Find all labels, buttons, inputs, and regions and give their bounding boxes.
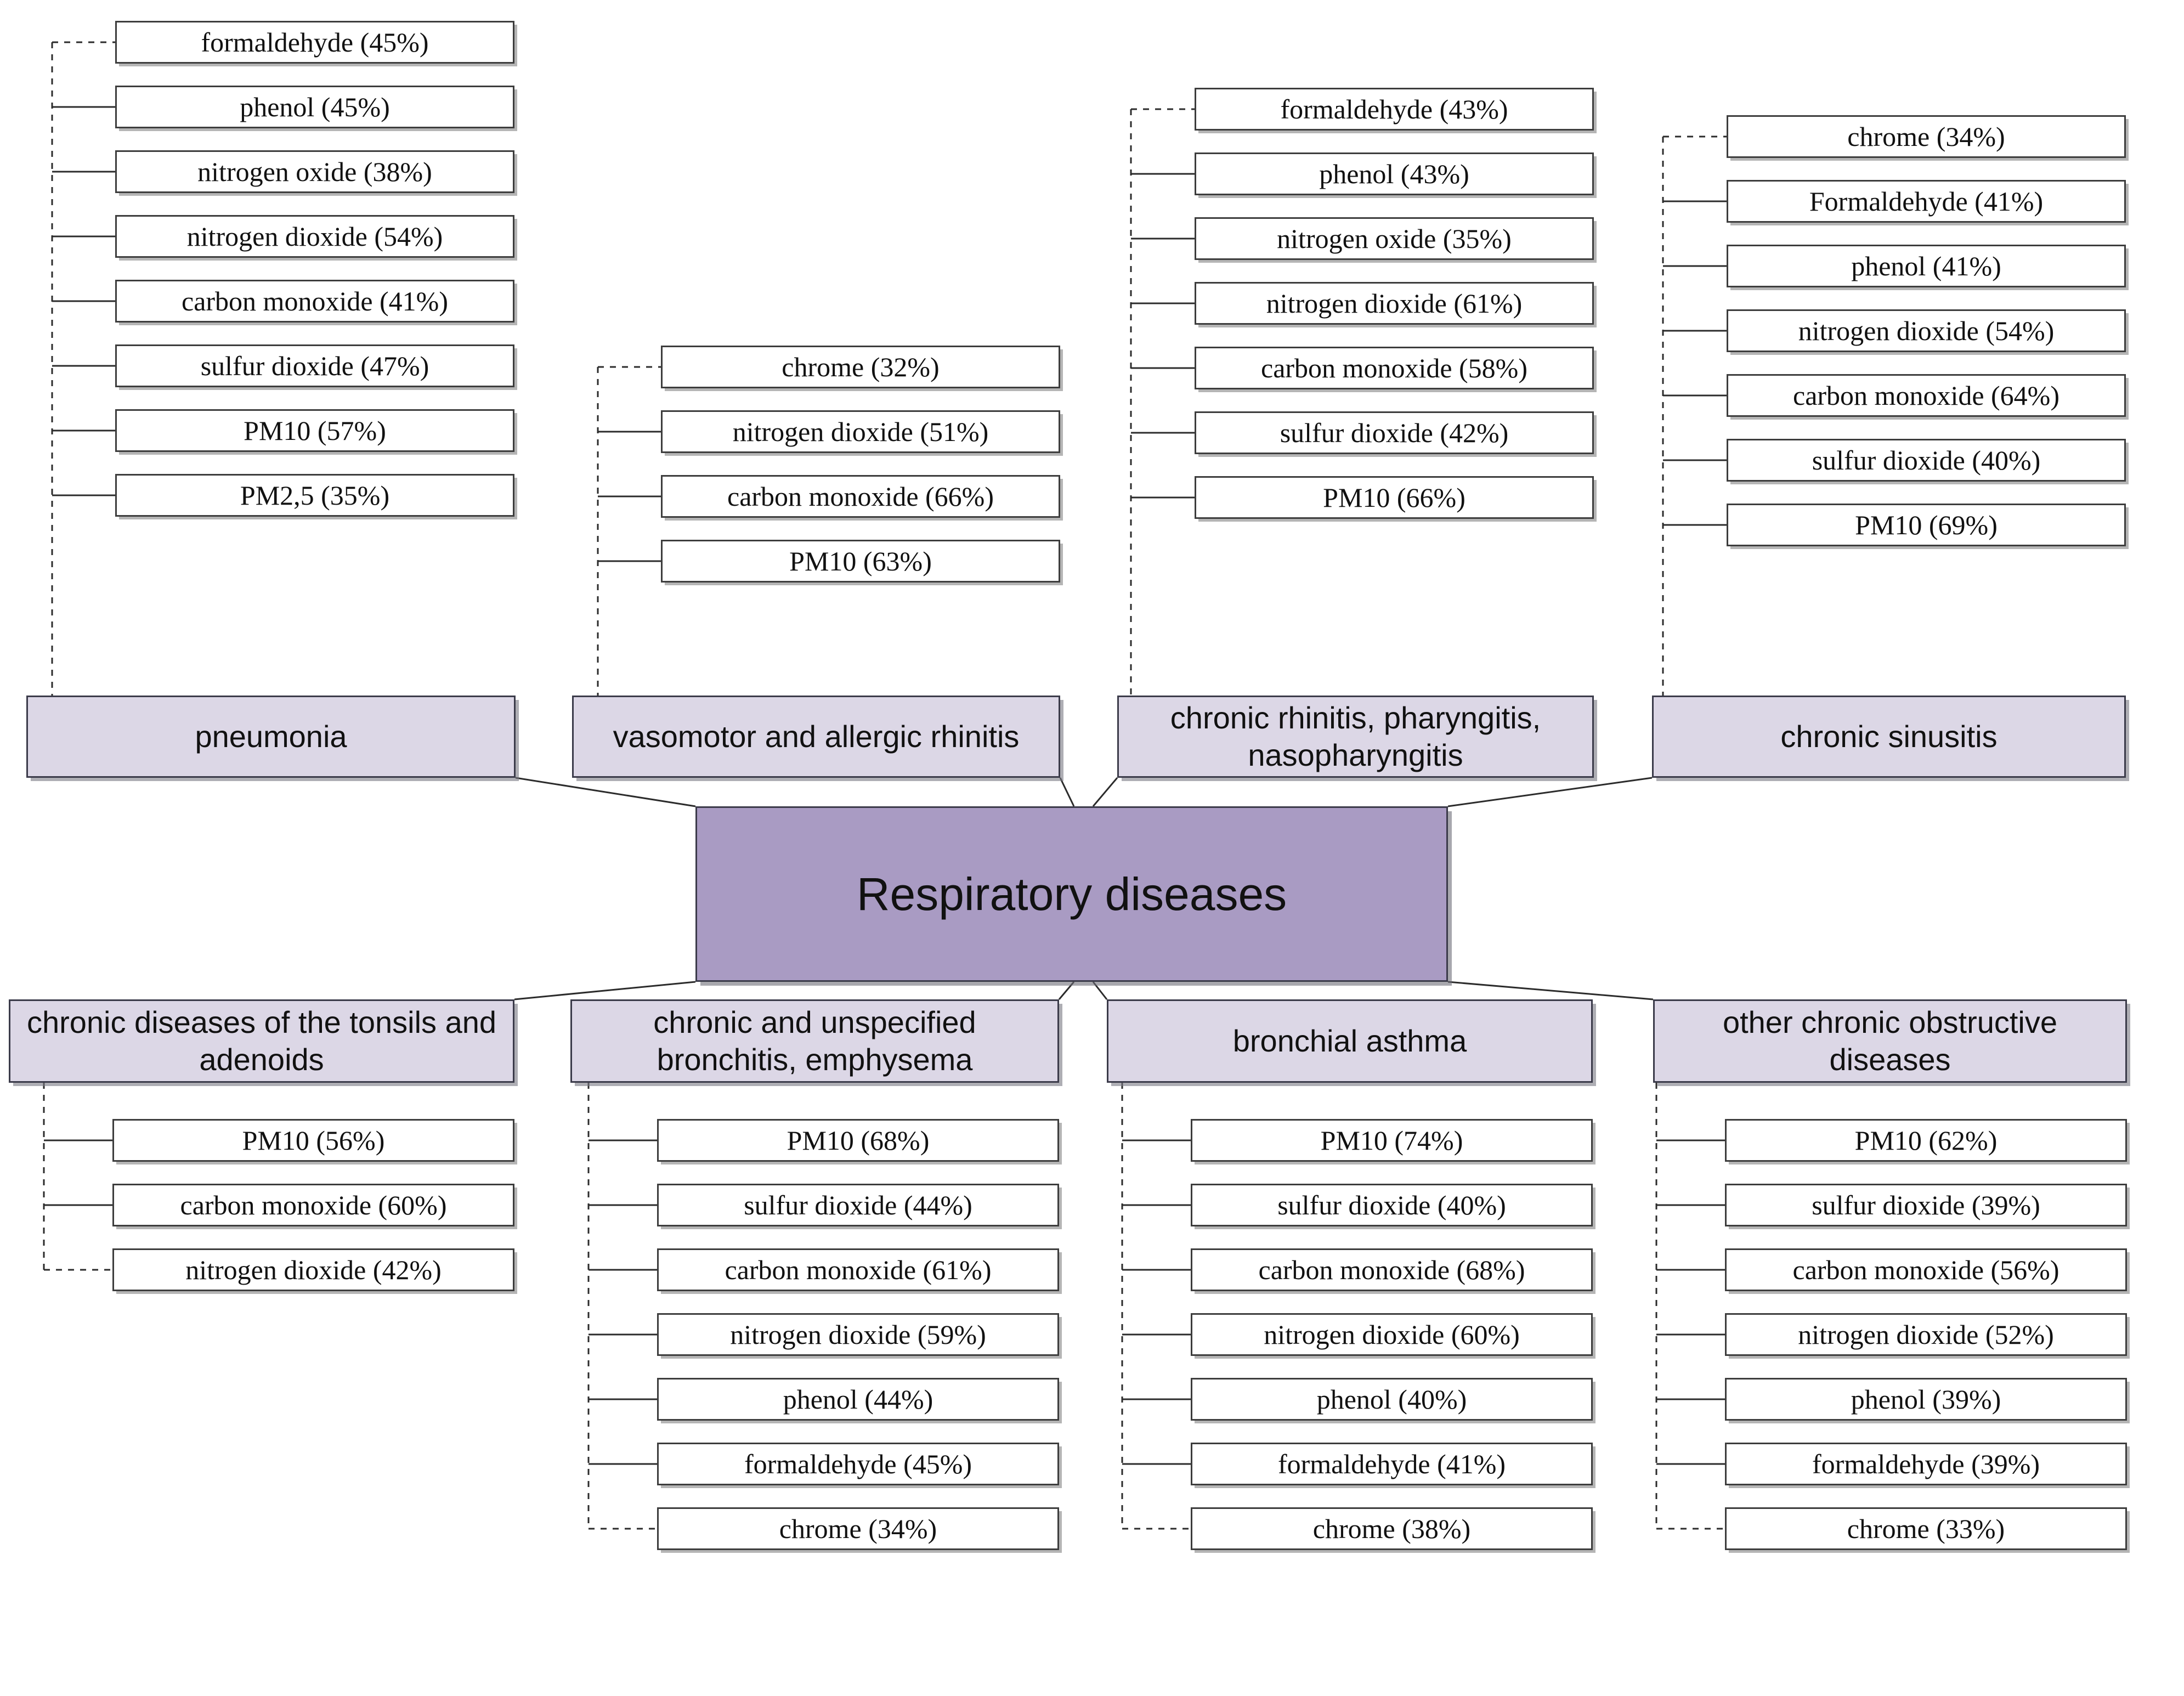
factor-box-chronic-unspecified-bronchitis-emphysema-carbon-monoxide[interactable]: carbon monoxide (61%) bbox=[657, 1248, 1059, 1291]
factor-box-chronic-unspecified-bronchitis-emphysema-nitrogen-dioxide[interactable]: nitrogen dioxide (59%) bbox=[657, 1313, 1059, 1356]
factor-box-bronchial-asthma-chrome[interactable]: chrome (38%) bbox=[1191, 1507, 1593, 1550]
factor-box-chronic-sinusitis-chrome[interactable]: chrome (34%) bbox=[1727, 115, 2126, 158]
factor-box-chronic-rhinitis-pharyngitis-nasopharyngitis-phenol[interactable]: phenol (43%) bbox=[1195, 152, 1594, 195]
factor-box-chronic-rhinitis-pharyngitis-nasopharyngitis-nitrogen-dioxide[interactable]: nitrogen dioxide (61%) bbox=[1195, 282, 1594, 325]
factor-box-bronchial-asthma-phenol[interactable]: phenol (40%) bbox=[1191, 1378, 1593, 1421]
factor-box-pneumonia-pm2-5[interactable]: PM2,5 (35%) bbox=[115, 474, 514, 517]
factor-box-bronchial-asthma-sulfur-dioxide[interactable]: sulfur dioxide (40%) bbox=[1191, 1184, 1593, 1226]
factor-box-chronic-diseases-tonsils-adenoids-nitrogen-dioxide[interactable]: nitrogen dioxide (42%) bbox=[112, 1248, 514, 1291]
factor-box-other-chronic-obstructive-diseases-formaldehyde[interactable]: formaldehyde (39%) bbox=[1725, 1443, 2127, 1485]
factor-box-other-chronic-obstructive-diseases-chrome[interactable]: chrome (33%) bbox=[1725, 1507, 2127, 1550]
factor-box-other-chronic-obstructive-diseases-phenol[interactable]: phenol (39%) bbox=[1725, 1378, 2127, 1421]
factor-box-other-chronic-obstructive-diseases-nitrogen-dioxide[interactable]: nitrogen dioxide (52%) bbox=[1725, 1313, 2127, 1356]
factor-box-chronic-rhinitis-pharyngitis-nasopharyngitis-formaldehyde[interactable]: formaldehyde (43%) bbox=[1195, 88, 1594, 131]
factor-box-chronic-unspecified-bronchitis-emphysema-phenol[interactable]: phenol (44%) bbox=[657, 1378, 1059, 1421]
root-link-top-1 bbox=[515, 777, 696, 807]
factor-box-vasomotor-allergic-rhinitis-nitrogen-dioxide[interactable]: nitrogen dioxide (51%) bbox=[661, 410, 1060, 453]
root-link-bottom-3 bbox=[1092, 981, 1108, 1000]
factor-box-pneumonia-sulfur-dioxide[interactable]: sulfur dioxide (47%) bbox=[115, 344, 514, 387]
factor-box-pneumonia-pm10[interactable]: PM10 (57%) bbox=[115, 409, 514, 452]
factor-box-vasomotor-allergic-rhinitis-pm10[interactable]: PM10 (63%) bbox=[661, 540, 1060, 583]
root-node-respiratory-diseases[interactable]: Respiratory diseases bbox=[695, 806, 1448, 982]
factor-box-chronic-sinusitis-phenol[interactable]: phenol (41%) bbox=[1727, 245, 2126, 287]
factor-box-chronic-unspecified-bronchitis-emphysema-formaldehyde[interactable]: formaldehyde (45%) bbox=[657, 1443, 1059, 1485]
factor-box-chronic-sinusitis-pm10[interactable]: PM10 (69%) bbox=[1727, 504, 2126, 546]
factor-box-other-chronic-obstructive-diseases-carbon-monoxide[interactable]: carbon monoxide (56%) bbox=[1725, 1248, 2127, 1291]
category-box-chronic-diseases-tonsils-adenoids[interactable]: chronic diseases of the tonsils and aden… bbox=[9, 999, 514, 1083]
factor-box-chronic-diseases-tonsils-adenoids-pm10[interactable]: PM10 (56%) bbox=[112, 1119, 514, 1162]
category-box-other-chronic-obstructive-diseases[interactable]: other chronic obstructive diseases bbox=[1653, 999, 2127, 1083]
factor-box-vasomotor-allergic-rhinitis-carbon-monoxide[interactable]: carbon monoxide (66%) bbox=[661, 475, 1060, 518]
factor-box-bronchial-asthma-carbon-monoxide[interactable]: carbon monoxide (68%) bbox=[1191, 1248, 1593, 1291]
factor-box-bronchial-asthma-pm10[interactable]: PM10 (74%) bbox=[1191, 1119, 1593, 1162]
factor-box-pneumonia-phenol[interactable]: phenol (45%) bbox=[115, 86, 514, 128]
factor-box-chronic-sinusitis-carbon-monoxide[interactable]: carbon monoxide (64%) bbox=[1727, 374, 2126, 417]
factor-box-vasomotor-allergic-rhinitis-chrome[interactable]: chrome (32%) bbox=[661, 346, 1060, 388]
factor-box-chronic-rhinitis-pharyngitis-nasopharyngitis-pm10[interactable]: PM10 (66%) bbox=[1195, 476, 1594, 519]
category-box-bronchial-asthma[interactable]: bronchial asthma bbox=[1107, 999, 1593, 1083]
category-box-vasomotor-allergic-rhinitis[interactable]: vasomotor and allergic rhinitis bbox=[572, 696, 1060, 778]
factor-box-bronchial-asthma-nitrogen-dioxide[interactable]: nitrogen dioxide (60%) bbox=[1191, 1313, 1593, 1356]
root-link-bottom-2 bbox=[1058, 981, 1075, 1000]
category-box-chronic-sinusitis[interactable]: chronic sinusitis bbox=[1652, 696, 2126, 778]
factor-box-chronic-unspecified-bronchitis-emphysema-pm10[interactable]: PM10 (68%) bbox=[657, 1119, 1059, 1162]
factor-box-pneumonia-carbon-monoxide[interactable]: carbon monoxide (41%) bbox=[115, 280, 514, 323]
factor-box-chronic-sinusitis-formaldehyde[interactable]: Formaldehyde (41%) bbox=[1727, 180, 2126, 223]
category-box-chronic-rhinitis-pharyngitis-nasopharyngitis[interactable]: chronic rhinitis, pharyngitis, nasophary… bbox=[1117, 696, 1594, 778]
factor-box-chronic-unspecified-bronchitis-emphysema-chrome[interactable]: chrome (34%) bbox=[657, 1507, 1059, 1550]
factor-box-bronchial-asthma-formaldehyde[interactable]: formaldehyde (41%) bbox=[1191, 1443, 1593, 1485]
factor-box-chronic-diseases-tonsils-adenoids-carbon-monoxide[interactable]: carbon monoxide (60%) bbox=[112, 1184, 514, 1226]
root-link-top-2 bbox=[1059, 777, 1075, 807]
category-box-chronic-unspecified-bronchitis-emphysema[interactable]: chronic and unspecified bronchitis, emph… bbox=[570, 999, 1059, 1083]
factor-box-chronic-sinusitis-nitrogen-dioxide[interactable]: nitrogen dioxide (54%) bbox=[1727, 309, 2126, 352]
factor-box-pneumonia-nitrogen-dioxide[interactable]: nitrogen dioxide (54%) bbox=[115, 215, 514, 258]
root-link-bottom-1 bbox=[514, 981, 696, 1000]
factor-box-other-chronic-obstructive-diseases-pm10[interactable]: PM10 (62%) bbox=[1725, 1119, 2127, 1162]
factor-box-pneumonia-formaldehyde[interactable]: formaldehyde (45%) bbox=[115, 21, 514, 64]
factor-box-chronic-rhinitis-pharyngitis-nasopharyngitis-nitrogen-oxide[interactable]: nitrogen oxide (35%) bbox=[1195, 217, 1594, 260]
root-link-bottom-4 bbox=[1447, 981, 1654, 1000]
factor-box-chronic-rhinitis-pharyngitis-nasopharyngitis-carbon-monoxide[interactable]: carbon monoxide (58%) bbox=[1195, 347, 1594, 389]
category-box-pneumonia[interactable]: pneumonia bbox=[26, 696, 516, 778]
root-link-top-3 bbox=[1092, 777, 1118, 807]
factor-box-chronic-sinusitis-sulfur-dioxide[interactable]: sulfur dioxide (40%) bbox=[1727, 439, 2126, 482]
factor-box-other-chronic-obstructive-diseases-sulfur-dioxide[interactable]: sulfur dioxide (39%) bbox=[1725, 1184, 2127, 1226]
factor-box-pneumonia-nitrogen-oxide[interactable]: nitrogen oxide (38%) bbox=[115, 150, 514, 193]
factor-box-chronic-unspecified-bronchitis-emphysema-sulfur-dioxide[interactable]: sulfur dioxide (44%) bbox=[657, 1184, 1059, 1226]
root-link-top-4 bbox=[1447, 777, 1653, 807]
factor-box-chronic-rhinitis-pharyngitis-nasopharyngitis-sulfur-dioxide[interactable]: sulfur dioxide (42%) bbox=[1195, 411, 1594, 454]
